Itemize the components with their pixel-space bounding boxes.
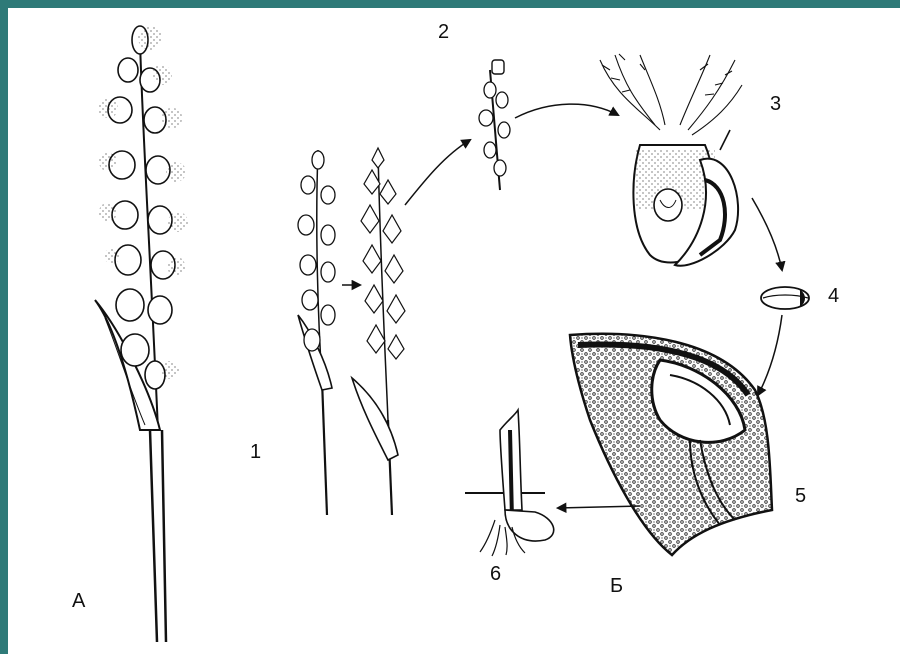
flower-section [600,54,742,266]
spike-fragment [479,60,510,190]
grain-section [570,334,772,555]
label-3: 3 [770,93,781,115]
arrow-5-to-6 [558,506,640,508]
arrow-4-to-5 [758,315,782,395]
flowering-spike-large [95,26,188,642]
label-2: 2 [438,21,449,43]
grain [761,287,809,309]
label-b: Б [610,575,623,597]
label-a: А [72,590,86,612]
arrow-2-to-3 [515,104,618,118]
seedling [465,410,554,556]
label-6: 6 [490,563,501,585]
label-4: 4 [828,285,839,307]
spike-before-fertilization [298,150,335,515]
label-5: 5 [795,485,806,507]
arrow-1-to-2 [405,140,470,205]
spike-after-fertilization [352,148,405,515]
arrow-3-to-4 [752,198,782,270]
label-1: 1 [250,441,261,463]
